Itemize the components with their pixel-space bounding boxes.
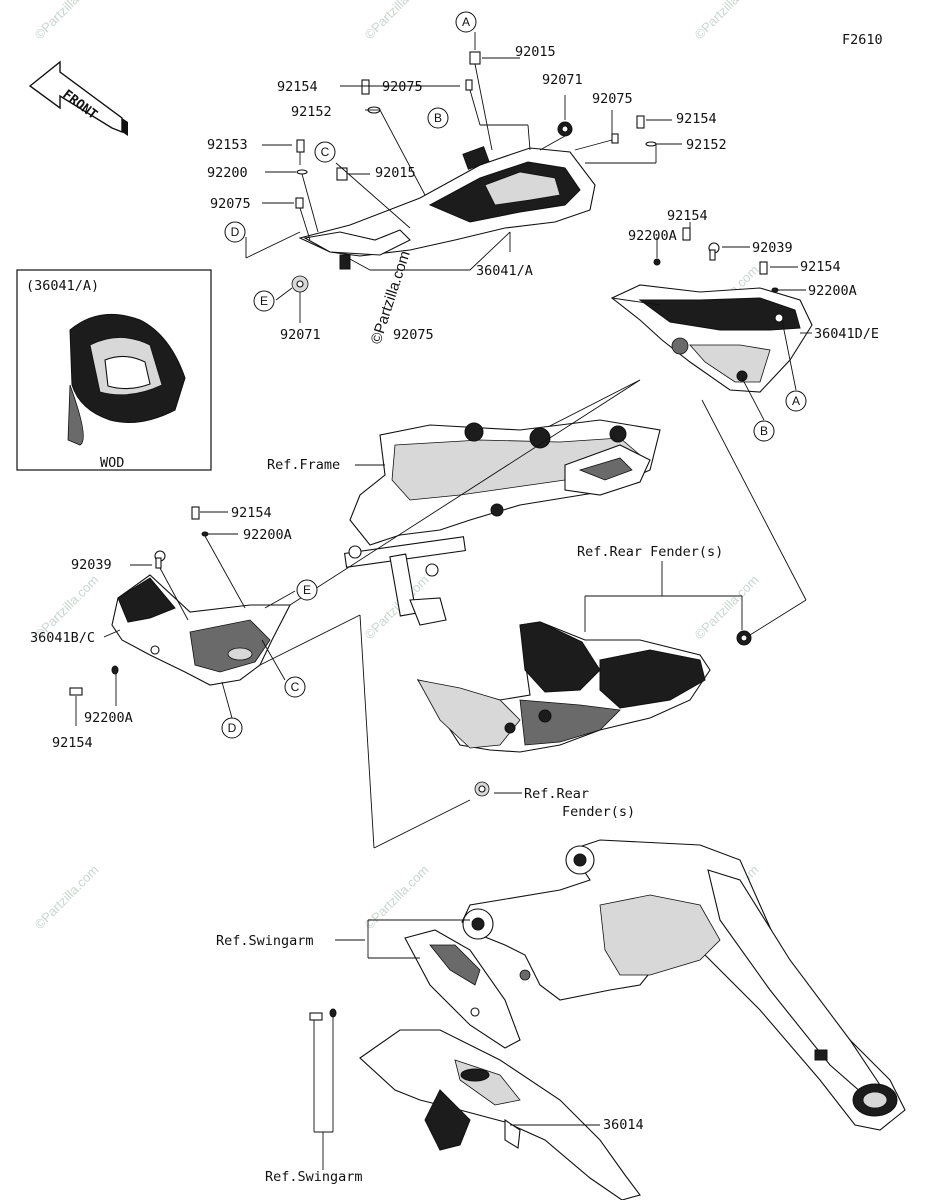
side-cover-36041bc bbox=[111, 574, 291, 686]
fasteners-right bbox=[653, 227, 779, 293]
callout-e-left: E bbox=[296, 579, 318, 601]
chain-guard-bracket bbox=[404, 929, 521, 1049]
label-36041bc: 36041B/C bbox=[30, 630, 95, 646]
svg-text:A: A bbox=[462, 15, 470, 29]
side-cover-36041de bbox=[610, 284, 813, 393]
label-92154-r2: 92154 bbox=[667, 208, 708, 224]
watermark: ©Partzilla.com bbox=[362, 862, 432, 932]
label-92200a-l2: 92200A bbox=[84, 710, 133, 726]
label-ref-swingarm-mid: Ref.Swingarm bbox=[216, 933, 314, 949]
callout-d-top: D bbox=[224, 221, 246, 243]
label-92039-r: 92039 bbox=[752, 240, 793, 256]
label-92200a-r2: 92200A bbox=[808, 283, 857, 299]
label-ref-swingarm-bottom: Ref.Swingarm bbox=[265, 1169, 363, 1185]
label-92200a-r1: 92200A bbox=[628, 228, 677, 244]
label-92015-top: 92015 bbox=[515, 44, 556, 60]
chain-guard-36014 bbox=[359, 1029, 641, 1200]
label-92153: 92153 bbox=[207, 137, 248, 153]
front-arrow-icon: FRONT bbox=[28, 60, 128, 136]
svg-text:A: A bbox=[792, 394, 800, 408]
fasteners-swingarm bbox=[309, 1008, 337, 1021]
inset-title: (36041/A) bbox=[26, 278, 99, 294]
svg-text:C: C bbox=[291, 680, 300, 694]
label-92154-r3: 92154 bbox=[800, 259, 841, 275]
label-ref-rear-fenders-top: Ref.Rear Fender(s) bbox=[577, 544, 723, 560]
seat-cowl-36041a bbox=[298, 146, 596, 270]
label-ref-frame: Ref.Frame bbox=[267, 457, 340, 473]
label-36014: 36014 bbox=[603, 1117, 644, 1133]
svg-text:D: D bbox=[231, 225, 240, 239]
label-92039-l: 92039 bbox=[71, 557, 112, 573]
label-92152-left: 92152 bbox=[291, 104, 332, 120]
label-ref-rear-line1: Ref.Rear bbox=[524, 786, 589, 802]
callout-a-right: A bbox=[785, 390, 807, 412]
label-92071-top: 92071 bbox=[542, 72, 583, 88]
rear-fender-part bbox=[416, 621, 752, 797]
callout-d-left: D bbox=[221, 717, 243, 739]
callout-b-right: B bbox=[753, 420, 775, 442]
watermark: ©Partzilla.com bbox=[362, 0, 432, 42]
swingarm-part bbox=[461, 839, 906, 1131]
label-ref-rear-line2: Fender(s) bbox=[562, 804, 635, 820]
label-92154-l1: 92154 bbox=[231, 505, 272, 521]
watermark: ©Partzilla.com bbox=[32, 862, 102, 932]
watermark: ©Partzilla.com bbox=[692, 0, 762, 42]
label-92200: 92200 bbox=[207, 165, 248, 181]
inset-box: (36041/A) WOD bbox=[16, 269, 212, 471]
label-92200a-l1: 92200A bbox=[243, 527, 292, 543]
label-92015-mid: 92015 bbox=[375, 165, 416, 181]
watermark: ©Partzilla.com bbox=[692, 572, 762, 642]
callout-c-top: C bbox=[314, 141, 336, 163]
svg-text:C: C bbox=[321, 145, 330, 159]
label-92075-right: 92075 bbox=[592, 91, 633, 107]
label-36041de: 36041D/E bbox=[814, 326, 879, 342]
inset-caption: WOD bbox=[100, 455, 124, 471]
callout-a-top: A bbox=[455, 11, 477, 33]
label-92075-top: 92075 bbox=[382, 79, 423, 95]
svg-text:B: B bbox=[434, 111, 442, 125]
watermark: ©Partzilla.com bbox=[32, 0, 102, 42]
label-92154-l2: 92154 bbox=[52, 735, 93, 751]
figure-code: F2610 bbox=[842, 32, 883, 48]
svg-text:E: E bbox=[260, 294, 268, 308]
callout-c-left: C bbox=[284, 676, 306, 698]
label-92152-right: 92152 bbox=[686, 137, 727, 153]
label-92075-left: 92075 bbox=[210, 196, 251, 212]
svg-text:B: B bbox=[760, 424, 768, 438]
callout-b-top: B bbox=[427, 107, 449, 129]
svg-text:E: E bbox=[303, 583, 311, 597]
label-92154-right: 92154 bbox=[676, 111, 717, 127]
leader-lines-swingarm bbox=[313, 919, 600, 1170]
leader-lines-fender bbox=[494, 399, 807, 794]
leader-lines-left bbox=[75, 379, 641, 849]
callout-e-top: E bbox=[253, 290, 275, 312]
inset-seat-cowl bbox=[67, 313, 186, 446]
svg-text:D: D bbox=[228, 721, 237, 735]
label-36041a: 36041/A bbox=[476, 263, 533, 279]
label-92075-bottom: 92075 bbox=[393, 327, 434, 343]
label-92071-bottom: 92071 bbox=[280, 327, 321, 343]
label-92154-left: 92154 bbox=[277, 79, 318, 95]
fasteners-left bbox=[69, 506, 209, 696]
leader-lines-upper bbox=[245, 32, 682, 323]
frame-part bbox=[343, 419, 661, 626]
